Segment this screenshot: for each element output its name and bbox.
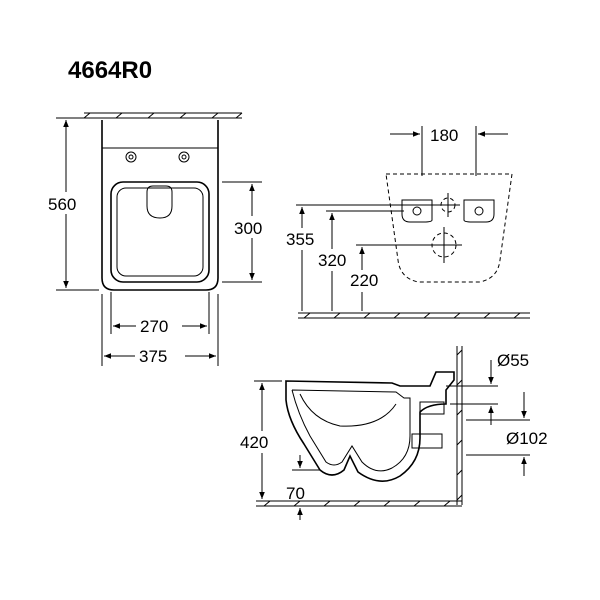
toilet-side-profile: [285, 371, 455, 482]
rear-outline: [385, 173, 513, 283]
rear-view: 180 355 320: [282, 126, 530, 319]
side-view: 420 70 Ø55 Ø102: [240, 346, 548, 520]
height-220-label: 220: [350, 271, 378, 290]
height-320-label: 320: [318, 251, 346, 270]
height-label: 420: [240, 433, 268, 452]
rim-opening: [146, 185, 173, 219]
bolt-spacing-label: 180: [430, 126, 458, 145]
bowl-opening: [110, 181, 210, 283]
model-number: 4664R0: [68, 57, 152, 84]
outlet-diameter-label: Ø102: [506, 429, 548, 448]
toilet-top-outline: [101, 120, 219, 291]
bolt-hole-left-icon: [125, 151, 137, 163]
bowl-length-label: 300: [234, 219, 262, 238]
inlet-diameter-label: Ø55: [497, 351, 529, 370]
top-view: 560 300 270 375: [48, 112, 270, 366]
overall-length-label: 560: [48, 195, 76, 214]
bolt-hole-right-icon: [178, 151, 190, 163]
height-355-label: 355: [286, 230, 314, 249]
outlet-height-label: 70: [286, 484, 305, 503]
overall-width-label: 375: [139, 347, 167, 366]
bowl-width-label: 270: [140, 317, 168, 336]
